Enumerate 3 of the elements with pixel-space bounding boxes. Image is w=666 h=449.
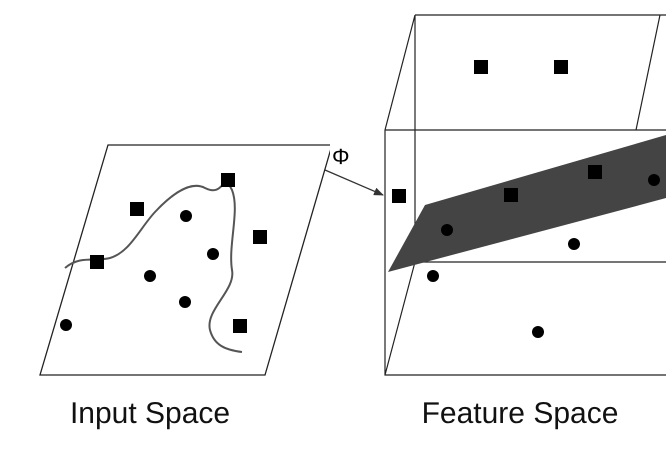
arrow xyxy=(324,169,384,196)
caption-text: Input Space xyxy=(70,397,230,431)
caption-text: Feature Space xyxy=(422,397,618,431)
